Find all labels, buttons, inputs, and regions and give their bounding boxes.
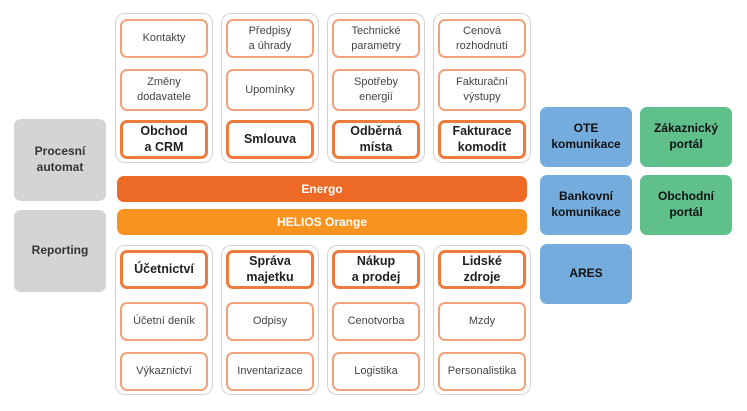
box-inventarizace: Inventarizace <box>226 352 314 391</box>
box-vykaznictvi: Výkaznictví <box>120 352 208 391</box>
box-mzdy: Mzdy <box>438 302 526 341</box>
ares-block: ARES <box>540 244 632 304</box>
box-smlouva: Smlouva <box>226 120 314 159</box>
box-nakup-a-prodej: Nákup a prodej <box>332 250 420 289</box>
box-predpisy-a-uhrady: Předpisy a úhrady <box>226 19 314 58</box>
box-sprava-majetku: Správa majetku <box>226 250 314 289</box>
zakaznicky-portal-block: Zákaznický portál <box>640 107 732 167</box>
box-cenova-rozhodnuti: Cenová rozhodnutí <box>438 19 526 58</box>
box-upominky: Upomínky <box>226 69 314 111</box>
box-logistika: Logistika <box>332 352 420 391</box>
reporting-block: Reporting <box>14 210 106 292</box>
box-fakturacni-vystupy: Fakturační výstupy <box>438 69 526 111</box>
box-technicke-parametry: Technické parametry <box>332 19 420 58</box>
obchodni-portal-block: Obchodní portál <box>640 175 732 235</box>
ote-komunikace-block: OTE komunikace <box>540 107 632 167</box>
box-cenotvorba: Cenotvorba <box>332 302 420 341</box>
box-ucetnictvi: Účetnictví <box>120 250 208 289</box>
box-zmeny-dodavatele: Změny dodavatele <box>120 69 208 111</box>
box-personalistika: Personalistika <box>438 352 526 391</box>
helios-orange-bar: HELIOS Orange <box>117 209 527 235</box>
box-lidske-zdroje: Lidské zdroje <box>438 250 526 289</box>
box-kontakty: Kontakty <box>120 19 208 58</box>
box-odberna-mista: Odběrná místa <box>332 120 420 159</box>
box-odpisy: Odpisy <box>226 302 314 341</box>
box-spotreby-energii: Spotřeby energií <box>332 69 420 111</box>
box-obchod-a-crm: Obchod a CRM <box>120 120 208 159</box>
bankovni-komunikace-block: Bankovní komunikace <box>540 175 632 235</box>
box-fakturace-komodit: Fakturace komodit <box>438 120 526 159</box>
procesni-automat-block: Procesní automat <box>14 119 106 201</box>
box-ucetni-denik: Účetní deník <box>120 302 208 341</box>
energo-bar: Energo <box>117 176 527 202</box>
